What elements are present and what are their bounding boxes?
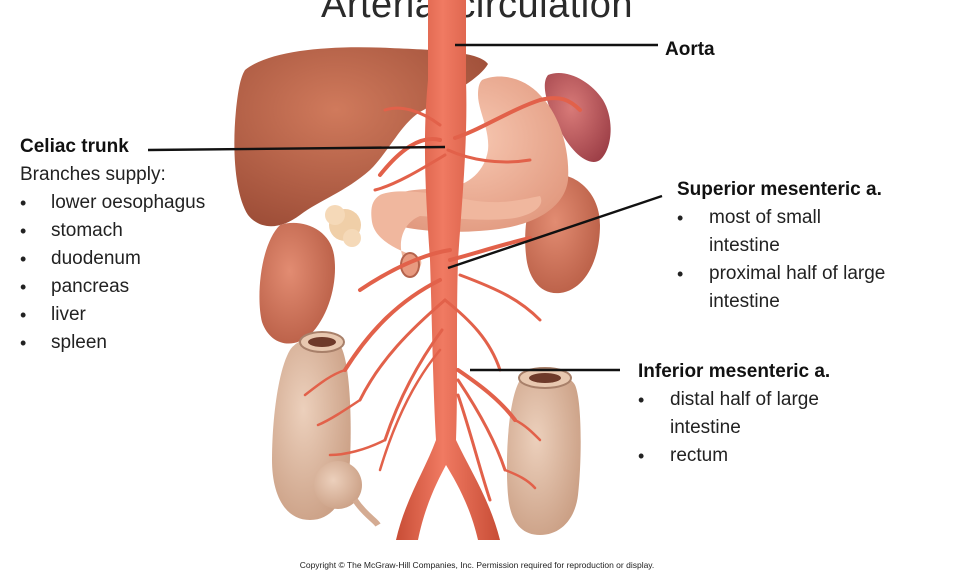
superior-mesenteric-label-block: Superior mesenteric a. • most of small i… [677,176,885,316]
list-item: • distal half of large intestine [638,386,830,442]
superior-mesenteric-list: • most of small intestine • proximal hal… [677,204,885,316]
copyright-notice: Copyright © The McGraw-Hill Companies, I… [0,560,954,570]
celiac-branches-list: •lower oesophagus •stomach •duodenum •pa… [20,189,205,357]
bullet-icon: • [20,301,26,329]
bullet-icon: • [20,329,26,357]
bullet-icon: • [677,260,683,288]
descending-colon [507,368,581,535]
bullet-icon: • [638,386,644,414]
celiac-branches-subtitle: Branches supply: [20,161,205,189]
bullet-icon: • [638,442,644,470]
list-item: •spleen [20,329,205,357]
list-item: • proximal half of large intestine [677,260,885,316]
bullet-icon: • [20,245,26,273]
list-item: • rectum [638,442,830,470]
aorta-label-block: Aorta [665,36,715,64]
bullet-icon: • [20,189,26,217]
right-kidney [259,223,335,344]
aorta-label: Aorta [665,36,715,64]
inferior-mesenteric-title: Inferior mesenteric a. [638,358,830,386]
ascending-colon [272,332,378,525]
celiac-trunk-label-block: Celiac trunk Branches supply: •lower oes… [20,133,205,357]
list-item: •liver [20,301,205,329]
superior-mesenteric-title: Superior mesenteric a. [677,176,885,204]
list-item: •stomach [20,217,205,245]
inferior-mesenteric-label-block: Inferior mesenteric a. • distal half of … [638,358,830,470]
bullet-icon: • [677,204,683,232]
list-item: •pancreas [20,273,205,301]
inferior-mesenteric-list: • distal half of large intestine • rectu… [638,386,830,470]
celiac-trunk-title: Celiac trunk [20,133,205,161]
bullet-icon: • [20,217,26,245]
list-item: •lower oesophagus [20,189,205,217]
list-item: • most of small intestine [677,204,885,260]
list-item: •duodenum [20,245,205,273]
bullet-icon: • [20,273,26,301]
